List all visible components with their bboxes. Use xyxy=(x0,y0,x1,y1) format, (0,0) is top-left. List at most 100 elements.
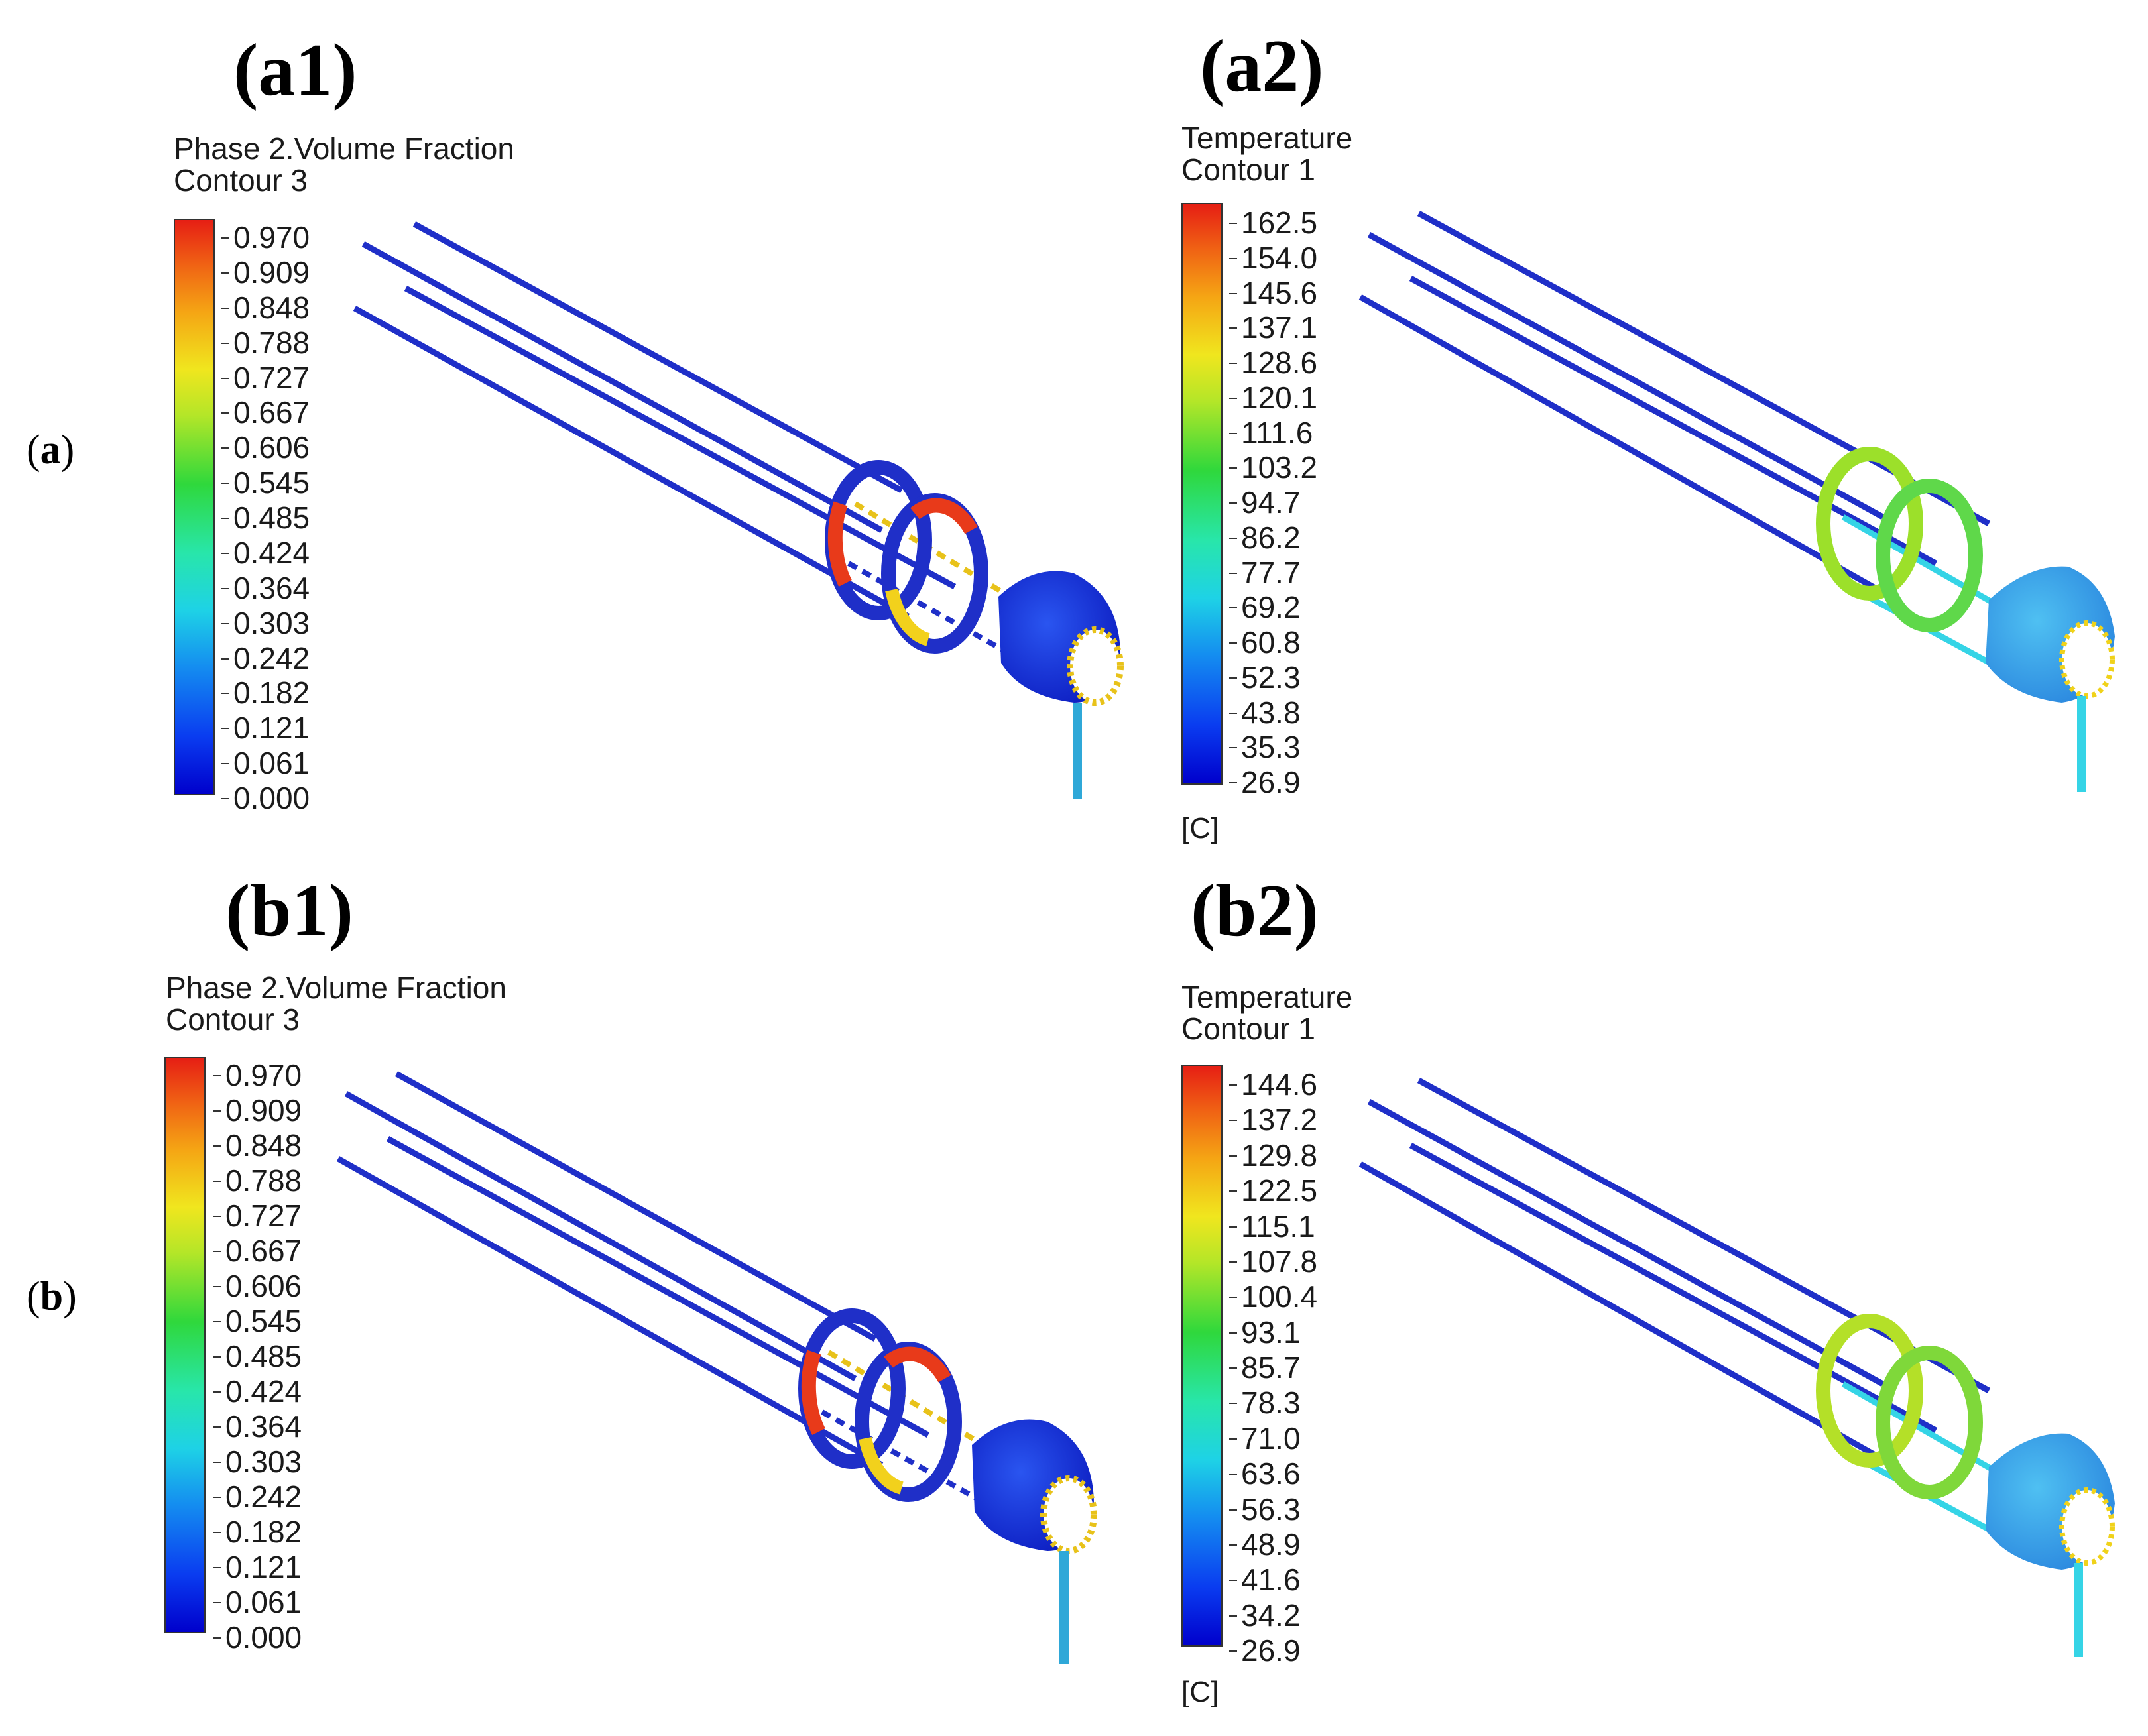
colorbar-tick-label: 0.970 xyxy=(213,1058,302,1092)
colorbar-tick-label: 128.6 xyxy=(1228,345,1318,380)
colorbar-tick-label: 35.3 xyxy=(1229,730,1301,765)
legend-title-a1: Phase 2.Volume Fraction Contour 3 xyxy=(174,133,514,196)
row-label-a: (a) xyxy=(27,428,75,473)
unit-label-b2: [C] xyxy=(1181,1676,1219,1708)
baffle-ring xyxy=(1816,1314,1923,1468)
rod xyxy=(336,1156,884,1468)
colorbar-tick-label: 154.0 xyxy=(1228,240,1318,275)
nozzle-outlet xyxy=(2059,620,2115,699)
legend-variable: Phase 2.Volume Fraction xyxy=(166,970,507,1005)
colorbar-a1 xyxy=(174,219,215,795)
colorbar-tick-label: 0.485 xyxy=(213,1339,302,1373)
rod xyxy=(1367,1099,1885,1387)
legend-contour: Contour 3 xyxy=(166,1002,300,1037)
legend-variable: Temperature xyxy=(1181,980,1353,1014)
colorbar-tick-label: 0.061 xyxy=(221,746,310,781)
colorbar-tick-label: 0.000 xyxy=(221,781,310,815)
rod xyxy=(353,306,910,619)
colorbar-tick-label: 115.1 xyxy=(1229,1208,1315,1244)
panel-tag-a2: (a2) xyxy=(1200,25,1324,107)
rod xyxy=(361,241,884,533)
colorbar-tick-label: 0.242 xyxy=(213,1479,302,1514)
colorbar-tick-label: 86.2 xyxy=(1229,520,1301,555)
baffle-ring xyxy=(1876,479,1983,632)
colorbar-tick-label: 26.9 xyxy=(1229,765,1301,799)
rod xyxy=(1409,276,1938,566)
colorbar-tick-label: 71.0 xyxy=(1229,1420,1301,1456)
colorbar-tick-label: 60.8 xyxy=(1229,625,1301,660)
nozzle-outlet xyxy=(2059,1487,2115,1566)
render-b1 xyxy=(336,1071,1097,1664)
colorbar-tick-label: 93.1 xyxy=(1229,1314,1301,1350)
baffle-ring xyxy=(884,1346,951,1383)
colorbar-tick-label: 85.7 xyxy=(1229,1350,1301,1385)
colorbar-tick-label: 0.303 xyxy=(213,1444,302,1479)
colorbar-tick-label: 0.121 xyxy=(213,1550,302,1584)
colorbar-tick-label: 0.182 xyxy=(213,1515,302,1549)
colorbar-tick-label: 145.6 xyxy=(1228,275,1318,310)
legend-contour: Contour 1 xyxy=(1181,1012,1316,1046)
colorbar-tick-label: 0.970 xyxy=(221,220,310,255)
render-a2 xyxy=(1358,211,2115,792)
colorbar-a2 xyxy=(1181,203,1223,785)
colorbar-tick-label: 78.3 xyxy=(1229,1385,1301,1420)
colorbar-b2 xyxy=(1181,1065,1223,1647)
baffle-ring xyxy=(910,498,978,534)
rod xyxy=(1358,294,1898,603)
row-label-b: (b) xyxy=(27,1274,77,1319)
panel-tag-b1: (b1) xyxy=(225,870,353,952)
colorbar-tick-label: 103.2 xyxy=(1228,450,1318,485)
rod xyxy=(386,1136,930,1438)
baffle-ring xyxy=(859,1436,904,1495)
colorbar-tick-label: 41.6 xyxy=(1229,1562,1301,1597)
colorbar-tick-label: 0.121 xyxy=(221,711,310,746)
colorbar-tick-label: 120.1 xyxy=(1228,380,1318,415)
colorbar-tick-label: 56.3 xyxy=(1229,1491,1301,1527)
colorbar-tick-label: 0.606 xyxy=(213,1269,302,1303)
colorbar-tick-label: 0.909 xyxy=(221,255,310,290)
legend-title-b2: Temperature Contour 1 xyxy=(1181,981,1352,1045)
render-a1 xyxy=(353,221,1124,799)
legend-title-b1: Phase 2.Volume Fraction Contour 3 xyxy=(166,972,507,1035)
rod xyxy=(853,501,1023,606)
legend-title-a2: Temperature Contour 1 xyxy=(1181,122,1352,186)
rod xyxy=(1409,1143,1938,1433)
baffle-ring xyxy=(885,588,931,646)
colorbar-tick-label: 0.000 xyxy=(213,1620,302,1654)
colorbar-tick-label: 0.424 xyxy=(221,535,310,570)
rod xyxy=(344,1091,857,1381)
colorbar-tick-label: 0.303 xyxy=(221,605,310,640)
colorbar-tick-label: 0.727 xyxy=(213,1198,302,1233)
nozzle-outlet xyxy=(1040,1475,1097,1554)
colorbar-tick-label: 0.667 xyxy=(213,1234,302,1268)
colorbar-tick-label: 107.8 xyxy=(1228,1244,1318,1279)
legend-variable: Temperature xyxy=(1181,121,1353,155)
colorbar-tick-label: 0.667 xyxy=(221,395,310,430)
colorbar-tick-label: 48.9 xyxy=(1229,1527,1301,1562)
colorbar-tick-label: 0.061 xyxy=(213,1585,302,1619)
colorbar-tick-label: 137.1 xyxy=(1228,310,1318,345)
colorbar-tick-label: 69.2 xyxy=(1229,590,1301,625)
colorbar-tick-label: 0.485 xyxy=(221,500,310,535)
colorbar-tick-label: 144.6 xyxy=(1228,1067,1318,1102)
baffle-ring xyxy=(1876,1346,1983,1499)
rod xyxy=(1358,1161,1898,1470)
colorbar-tick-label: 0.364 xyxy=(213,1409,302,1444)
rod xyxy=(1367,232,1885,520)
colorbar-tick-label: 0.909 xyxy=(213,1093,302,1128)
colorbar-tick-label: 0.788 xyxy=(213,1163,302,1198)
rod xyxy=(404,286,957,589)
legend-variable: Phase 2.Volume Fraction xyxy=(174,131,514,166)
colorbar-tick-label: 122.5 xyxy=(1228,1173,1318,1208)
colorbar-tick-label: 63.6 xyxy=(1229,1456,1301,1491)
colorbar-tick-label: 100.4 xyxy=(1228,1279,1318,1314)
unit-label-a2: [C] xyxy=(1181,812,1219,844)
baffle-ring xyxy=(1816,447,1923,601)
rod xyxy=(827,1350,996,1454)
colorbar-tick-label: 43.8 xyxy=(1229,695,1301,730)
colorbar-tick-label: 0.545 xyxy=(213,1304,302,1338)
colorbar-tick-label: 129.8 xyxy=(1228,1137,1318,1173)
colorbar-tick-label: 77.7 xyxy=(1229,555,1301,590)
colorbar-tick-label: 111.6 xyxy=(1228,415,1313,450)
